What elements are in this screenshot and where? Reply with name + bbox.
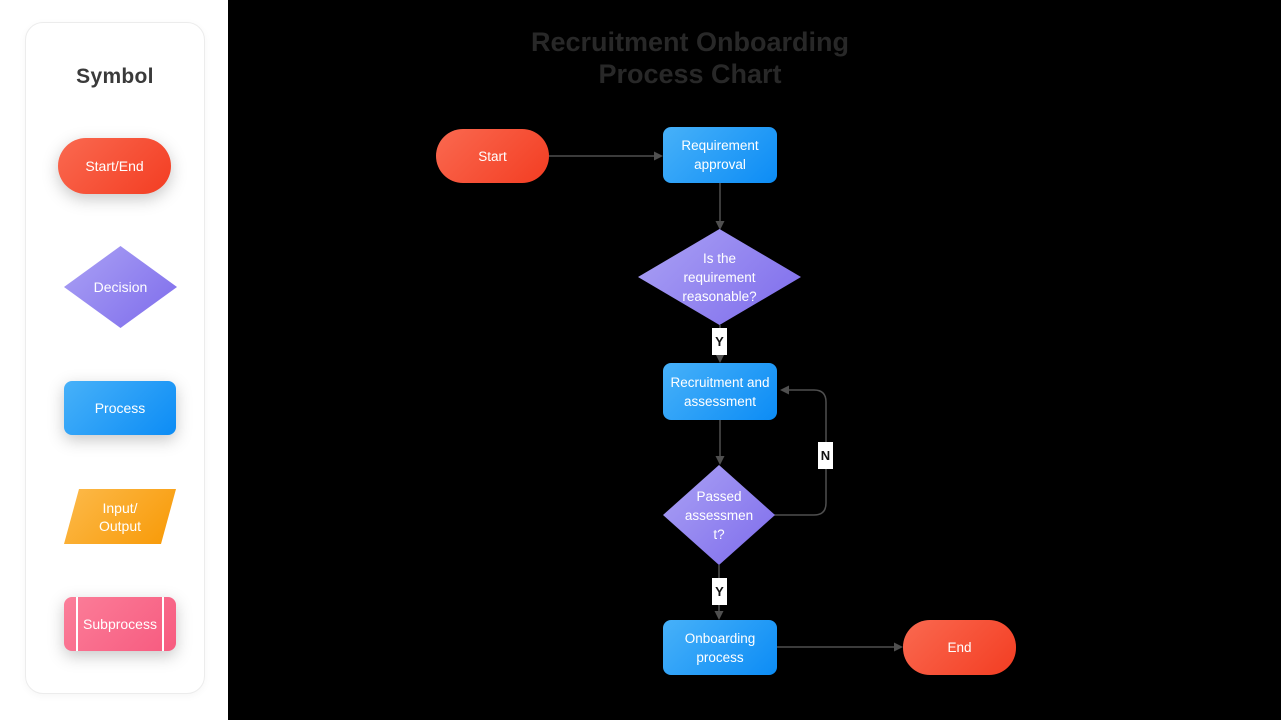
symbol-panel-title: Symbol [76,65,154,88]
node-recruitment-assessment-label: Recruitment and assessment [670,374,770,409]
symbol-panel: Symbol Start/End Decision Process Input/… [0,0,228,720]
symbol-subprocess-label: Subprocess [83,616,157,632]
symbol-card: Symbol Start/End Decision Process Input/… [25,22,205,694]
edge-recruitment-to-passed[interactable] [715,420,725,465]
symbol-start-end-label: Start/End [85,158,144,174]
node-start-label: Start [478,148,507,164]
edge-start-to-requirement-approval[interactable] [549,151,663,161]
node-start[interactable]: Start [436,129,549,183]
symbol-input-output[interactable]: Input/ Output [64,489,176,544]
symbol-process[interactable]: Process [64,381,176,435]
node-recruitment-assessment[interactable]: Recruitment and assessment [663,363,777,420]
edge-label-no-1[interactable]: N [818,442,833,469]
edge-label-yes-2[interactable]: Y [712,578,727,605]
flowchart-canvas [228,0,1281,720]
node-end[interactable]: End [903,620,1016,675]
subprocess-side-bar [76,597,78,651]
subprocess-side-bar [162,597,164,651]
node-requirement-approval[interactable]: Requirement approval [663,127,777,183]
node-passed-assessment-label: Passed assessmen t? [684,488,754,542]
node-requirement-approval-label: Requirement approval [681,138,759,172]
symbol-subprocess[interactable]: Subprocess [64,597,176,651]
edge-onboarding-to-end[interactable] [777,642,903,652]
node-requirement-reasonable-label: Is the requirement reasonable? [682,250,757,304]
symbol-process-label: Process [94,400,146,416]
chart-title[interactable]: Recruitment Onboarding Process Chart [530,27,849,89]
node-end-label: End [947,640,972,655]
symbol-decision-label: Decision [93,279,148,295]
edge-requirement-approval-to-reasonable[interactable] [715,183,725,230]
symbol-start-end[interactable]: Start/End [58,138,171,194]
node-onboarding-process-label: Onboarding process [684,630,756,665]
node-onboarding-process[interactable]: Onboarding process [663,620,777,675]
symbol-input-output-label: Input/ Output [98,499,142,534]
edge-label-yes-1[interactable]: Y [712,328,727,355]
